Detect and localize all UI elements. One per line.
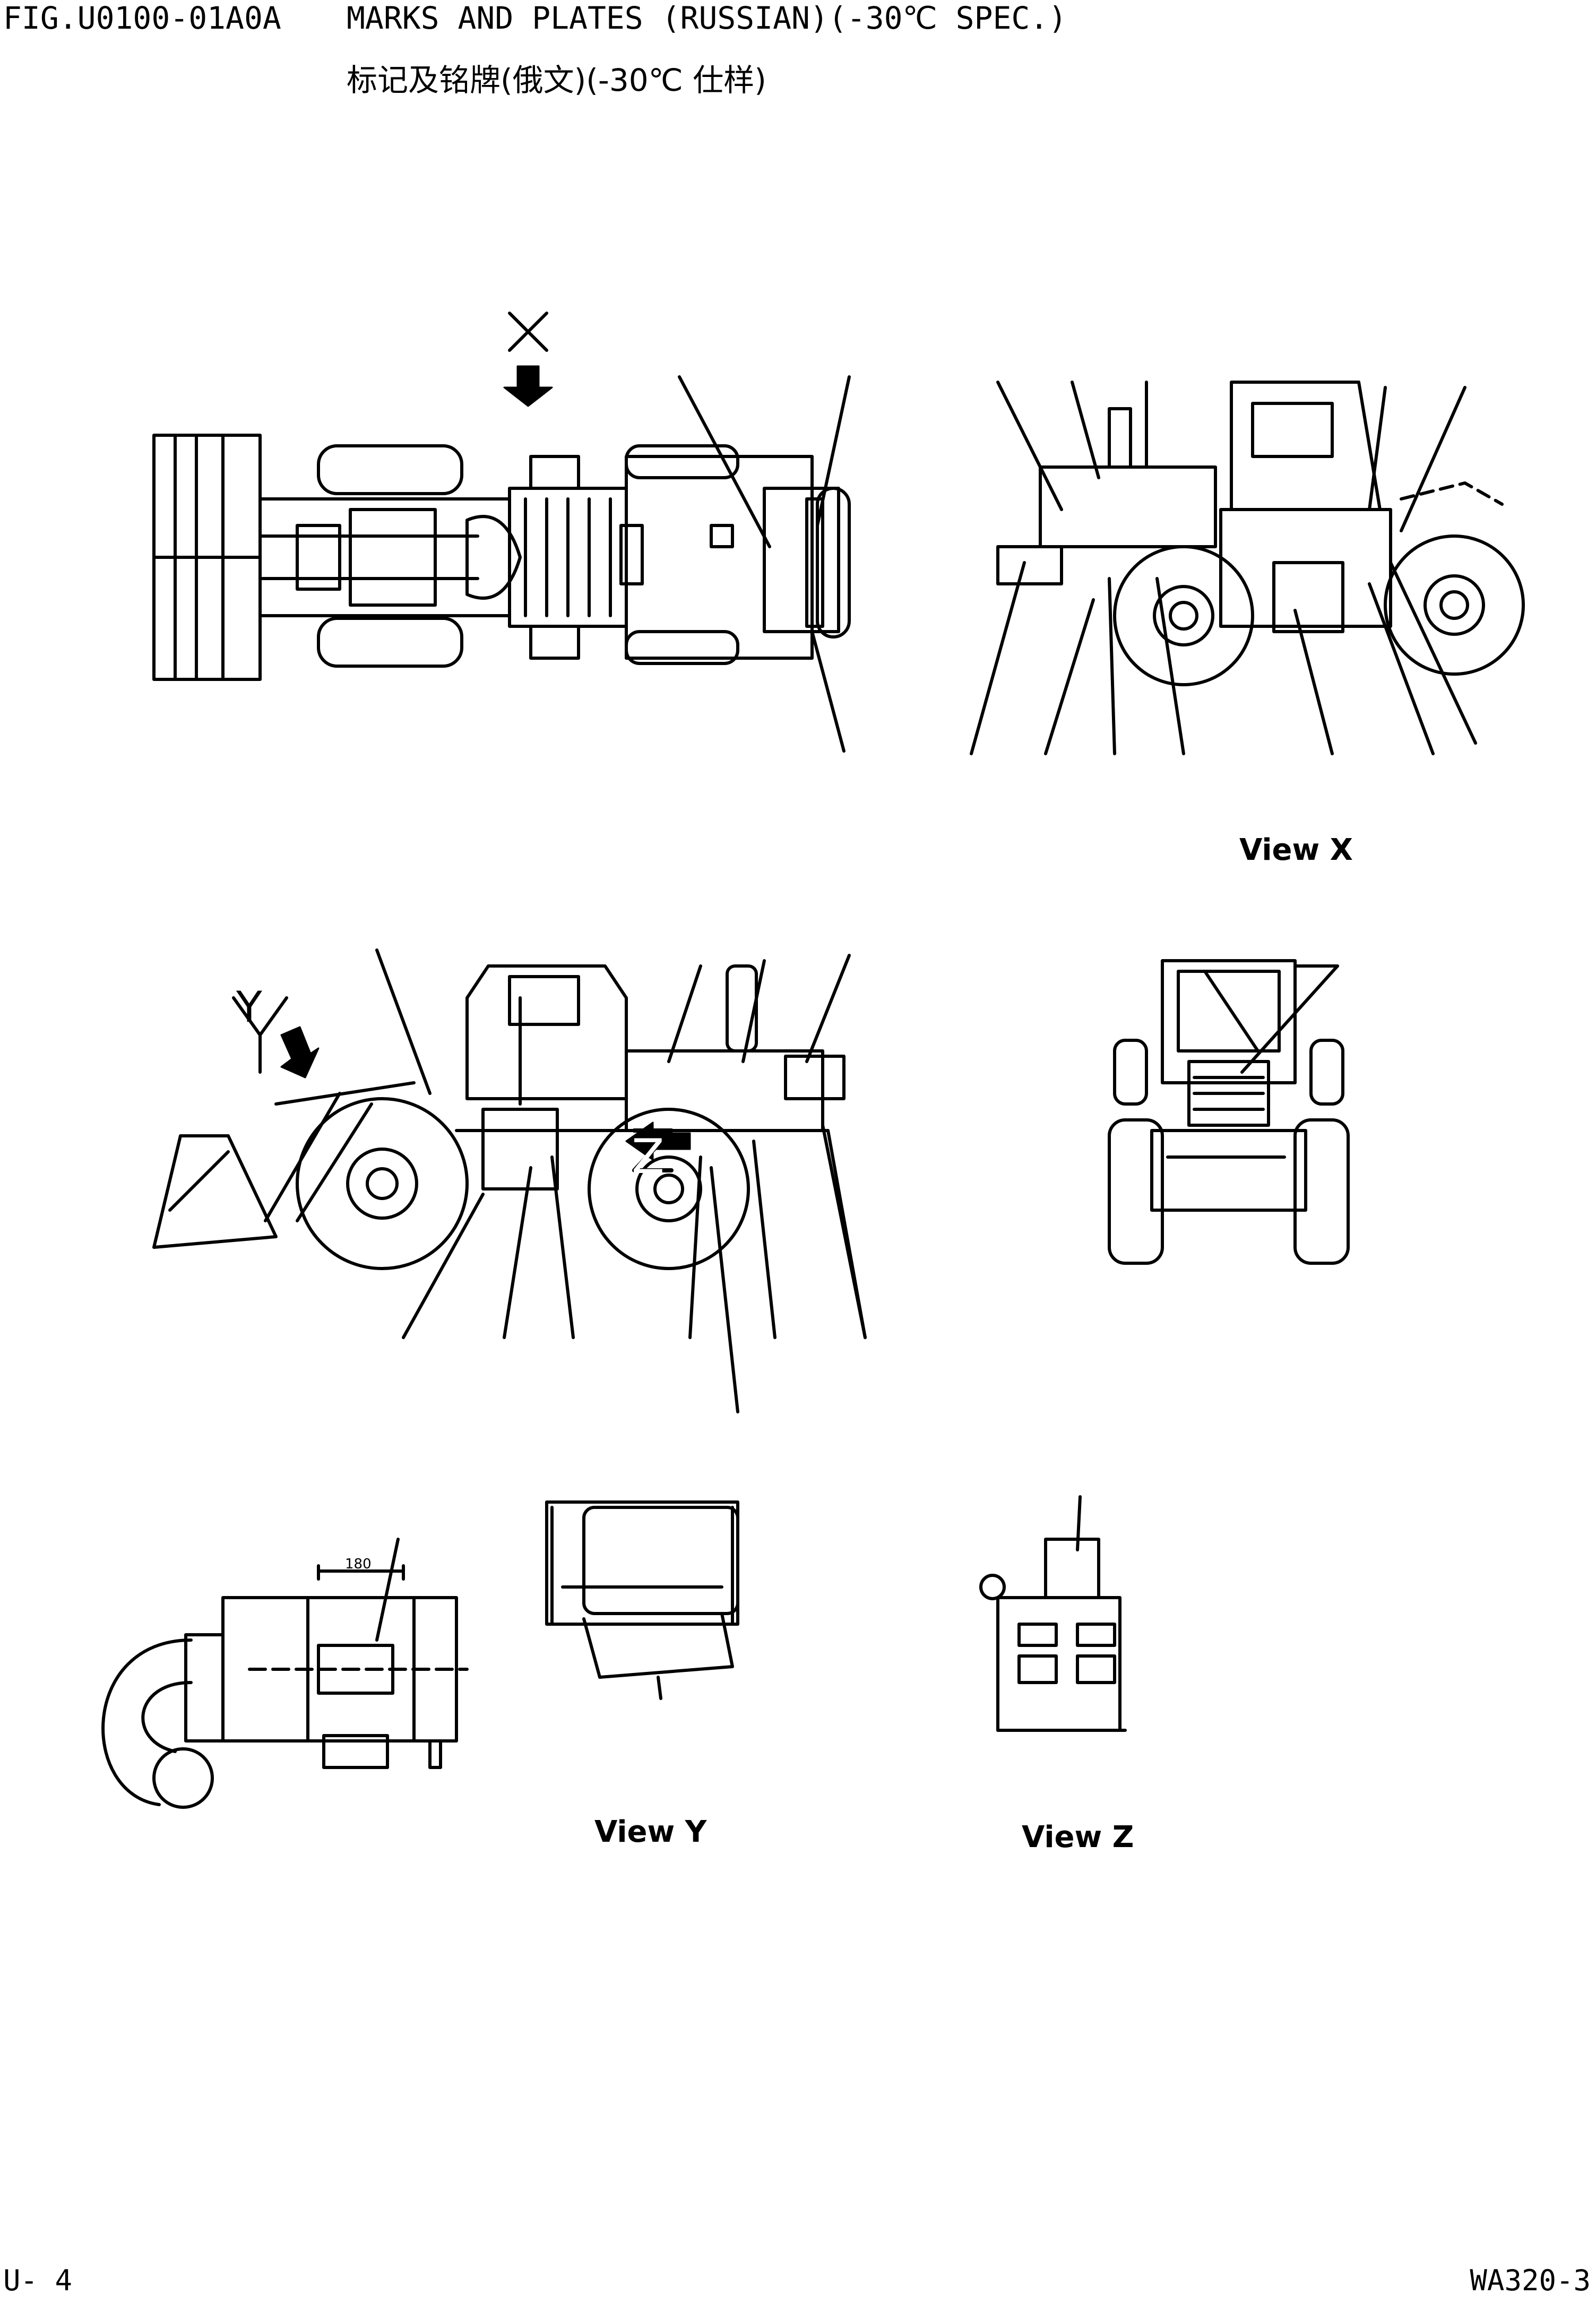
front-view-loader — [1108, 959, 1350, 1265]
dimension-label: 180 — [345, 1556, 372, 1572]
view-z-drawing — [979, 1495, 1127, 1732]
view-x-arrow — [503, 312, 553, 407]
page-number: U- 4 — [3, 2264, 73, 2297]
view-z-arrow — [625, 1122, 691, 1172]
view-y-label: View Y — [594, 1815, 708, 1849]
view-y-marker: Y — [236, 982, 263, 1032]
model-number: WA320-3 — [1470, 2264, 1591, 2297]
view-z-label: View Z — [1022, 1820, 1134, 1855]
top-view-loader — [152, 375, 851, 753]
page-title-english: MARKS AND PLATES (RUSSIAN)(-30℃ SPEC.) — [347, 0, 1067, 36]
figure-number: FIG.U0100-01A0A — [3, 0, 281, 36]
view-z-marker: Z — [632, 1129, 665, 1185]
view-x-label: View X — [1239, 833, 1353, 867]
view-y-drawing — [545, 1500, 739, 1700]
page-title-chinese: 标记及铭牌(俄文)(-30℃ 仕样) — [347, 62, 766, 98]
detail-air-cleaner — [101, 1538, 469, 1809]
view-x-drawing — [970, 381, 1525, 755]
view-y-arrow — [232, 996, 320, 1079]
